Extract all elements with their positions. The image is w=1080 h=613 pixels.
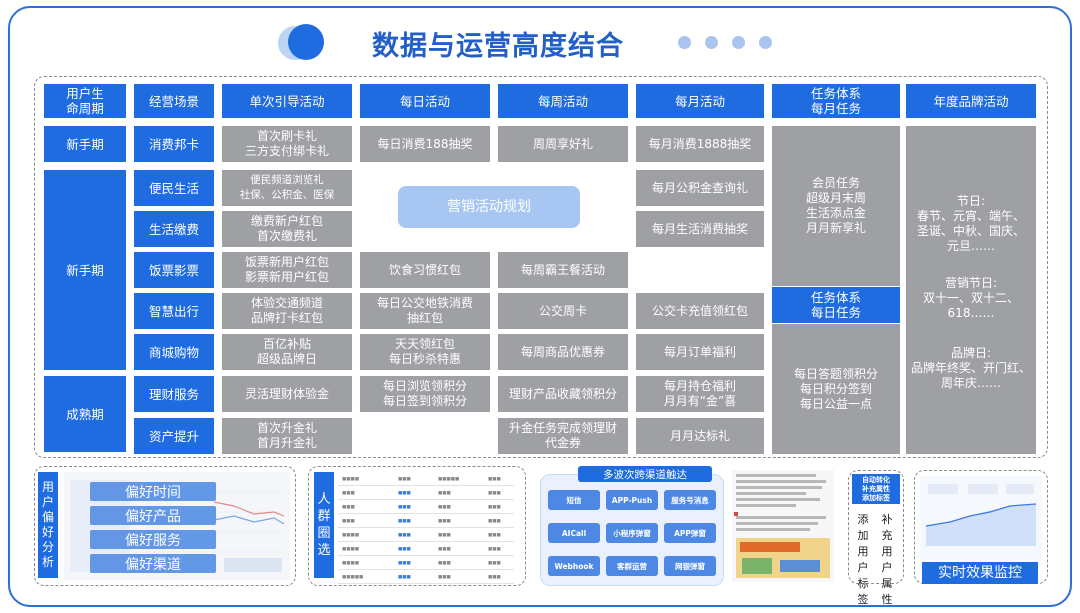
channel-webhook: Webhook [548, 556, 600, 576]
channel-ebank: 网银弹窗 [664, 556, 716, 576]
header-annual: 年度品牌活动 [906, 84, 1036, 118]
single-travel: 体验交通频道 品牌打卡红包 [222, 293, 352, 329]
planning-label: 营销活动规划 [398, 186, 580, 228]
logo-icon [278, 24, 324, 60]
annual-brand: 品牌日: 品牌年终奖、开门红、 周年庆…… [910, 346, 1031, 390]
realtime-chart-thumbnail [920, 476, 1042, 560]
annual-column: 节日: 春节、元宵、端午、 圣诞、中秋、国庆、 元旦…… 营销节日: 双十一、双… [906, 126, 1036, 454]
header-weekly: 每周活动 [498, 84, 628, 118]
scene-card: 消费邦卡 [134, 126, 214, 162]
monthly-travel: 公交卡充值领红包 [636, 293, 764, 329]
channel-app-popup: APP弹窗 [664, 523, 716, 543]
daily-card: 每日消费188抽奖 [360, 126, 490, 162]
weekly-travel: 公交周卡 [498, 293, 628, 329]
daily-mall: 天天领红包 每日秒杀特惠 [360, 334, 490, 370]
task-daily: 每日答题领积分 每日积分签到 每日公益一点 [772, 324, 900, 454]
header-single: 单次引导活动 [222, 84, 352, 118]
channel-title: 多波次跨渠道触达 [578, 466, 712, 482]
single-asset: 首次升金礼 首月升金礼 [222, 418, 352, 454]
title-bar: 数据与运营高度结合 [270, 22, 790, 66]
message-screenshot-thumbnail [732, 470, 834, 582]
tag-badge: 自动转化 补充属性 添加标签 [852, 474, 900, 504]
phase-novice-1: 新手期 [44, 126, 126, 162]
crowd-table-thumbnail: ■■■■■■■■■■■■■■■ ■■■■■■■■■■■■ ■■■■■■■■■■■… [338, 474, 514, 584]
activity-matrix-panel [34, 76, 1048, 458]
monthly-mall: 每月订单福利 [636, 334, 764, 370]
pref-channel: 偏好渠道 [90, 554, 216, 573]
single-wealth: 灵活理财体验金 [222, 376, 352, 412]
monthly-wealth: 每月持仓福利 月月有“金”喜 [636, 376, 764, 412]
pref-label: 用 户 偏 好 分 析 [38, 472, 58, 578]
weekly-food: 每周霸王餐活动 [498, 252, 628, 288]
pref-product: 偏好产品 [90, 506, 216, 525]
scene-wealth: 理财服务 [134, 376, 214, 412]
channel-aicall: AICall [548, 523, 600, 543]
weekly-card: 周周享好礼 [498, 126, 628, 162]
header-scene: 经营场景 [134, 84, 214, 118]
header-lifecycle: 用户生 命周期 [44, 84, 126, 118]
weekly-mall: 每周商品优惠券 [498, 334, 628, 370]
scene-asset: 资产提升 [134, 418, 214, 454]
single-food: 饭票新用户红包 影票新用户红包 [222, 252, 352, 288]
scene-life: 便民生活 [134, 170, 214, 206]
realtime-label: 实时效果监控 [922, 562, 1038, 584]
weekly-asset: 升金任务完成领理财 代金券 [498, 418, 628, 454]
task-daily-header: 任务体系 每日任务 [772, 287, 900, 323]
channel-sms: 短信 [548, 490, 600, 510]
monthly-bill: 每月生活消费抽奖 [636, 211, 764, 247]
monthly-asset: 月月达标礼 [636, 418, 764, 454]
single-mall: 百亿补贴 超级品牌日 [222, 334, 352, 370]
channel-group: 客群运营 [606, 556, 658, 576]
monthly-life: 每月公积金查询礼 [636, 170, 764, 206]
pref-service: 偏好服务 [90, 530, 216, 549]
header-daily: 每日活动 [360, 84, 490, 118]
header-monthly: 每月活动 [636, 84, 764, 118]
tag-right-text: 补 充 用 户 属 性 [881, 513, 893, 606]
page-title: 数据与运营高度结合 [372, 31, 624, 62]
scene-travel: 智慧出行 [134, 293, 214, 329]
phase-novice-2: 新手期 [44, 170, 126, 370]
task-monthly: 会员任务 超级月末周 生活添点金 月月新享礼 [772, 126, 900, 286]
scene-mall: 商城购物 [134, 334, 214, 370]
single-life: 便民频道浏览礼 社保、公积金、医保 [222, 170, 352, 206]
channel-app-push: APP-Push [606, 490, 658, 510]
crowd-label: 人 群 圈 选 [314, 472, 334, 578]
channel-service-msg: 服务号消息 [664, 490, 716, 510]
scene-food: 饭票影票 [134, 252, 214, 288]
annual-marketing: 营销节日: 双十一、双十二、 618…… [922, 276, 1019, 320]
daily-travel: 每日公交地铁消费 抽红包 [360, 293, 490, 329]
single-bill: 缴费新户红包 首次缴费礼 [222, 211, 352, 247]
crowd-select-box [308, 466, 526, 586]
daily-wealth: 每日浏览领积分 每日签到领积分 [360, 376, 490, 412]
pref-time: 偏好时间 [90, 482, 216, 501]
channel-miniapp: 小程序弹窗 [606, 523, 658, 543]
weekly-wealth: 理财产品收藏领积分 [498, 376, 628, 412]
daily-food: 饮食习惯红包 [360, 252, 490, 288]
decor-dots-icon [678, 36, 772, 49]
tag-left-text: 添 加 用 户 标 签 [857, 513, 869, 606]
scene-bill: 生活缴费 [134, 211, 214, 247]
phase-mature: 成熟期 [44, 376, 126, 452]
annual-festivals: 节日: 春节、元宵、端午、 圣诞、中秋、国庆、 元旦…… [916, 194, 1025, 253]
monthly-card: 每月消费1888抽奖 [636, 126, 764, 162]
header-task: 任务体系 每月任务 [772, 84, 900, 118]
single-card: 首次刷卡礼 三方支付绑卡礼 [222, 126, 352, 162]
